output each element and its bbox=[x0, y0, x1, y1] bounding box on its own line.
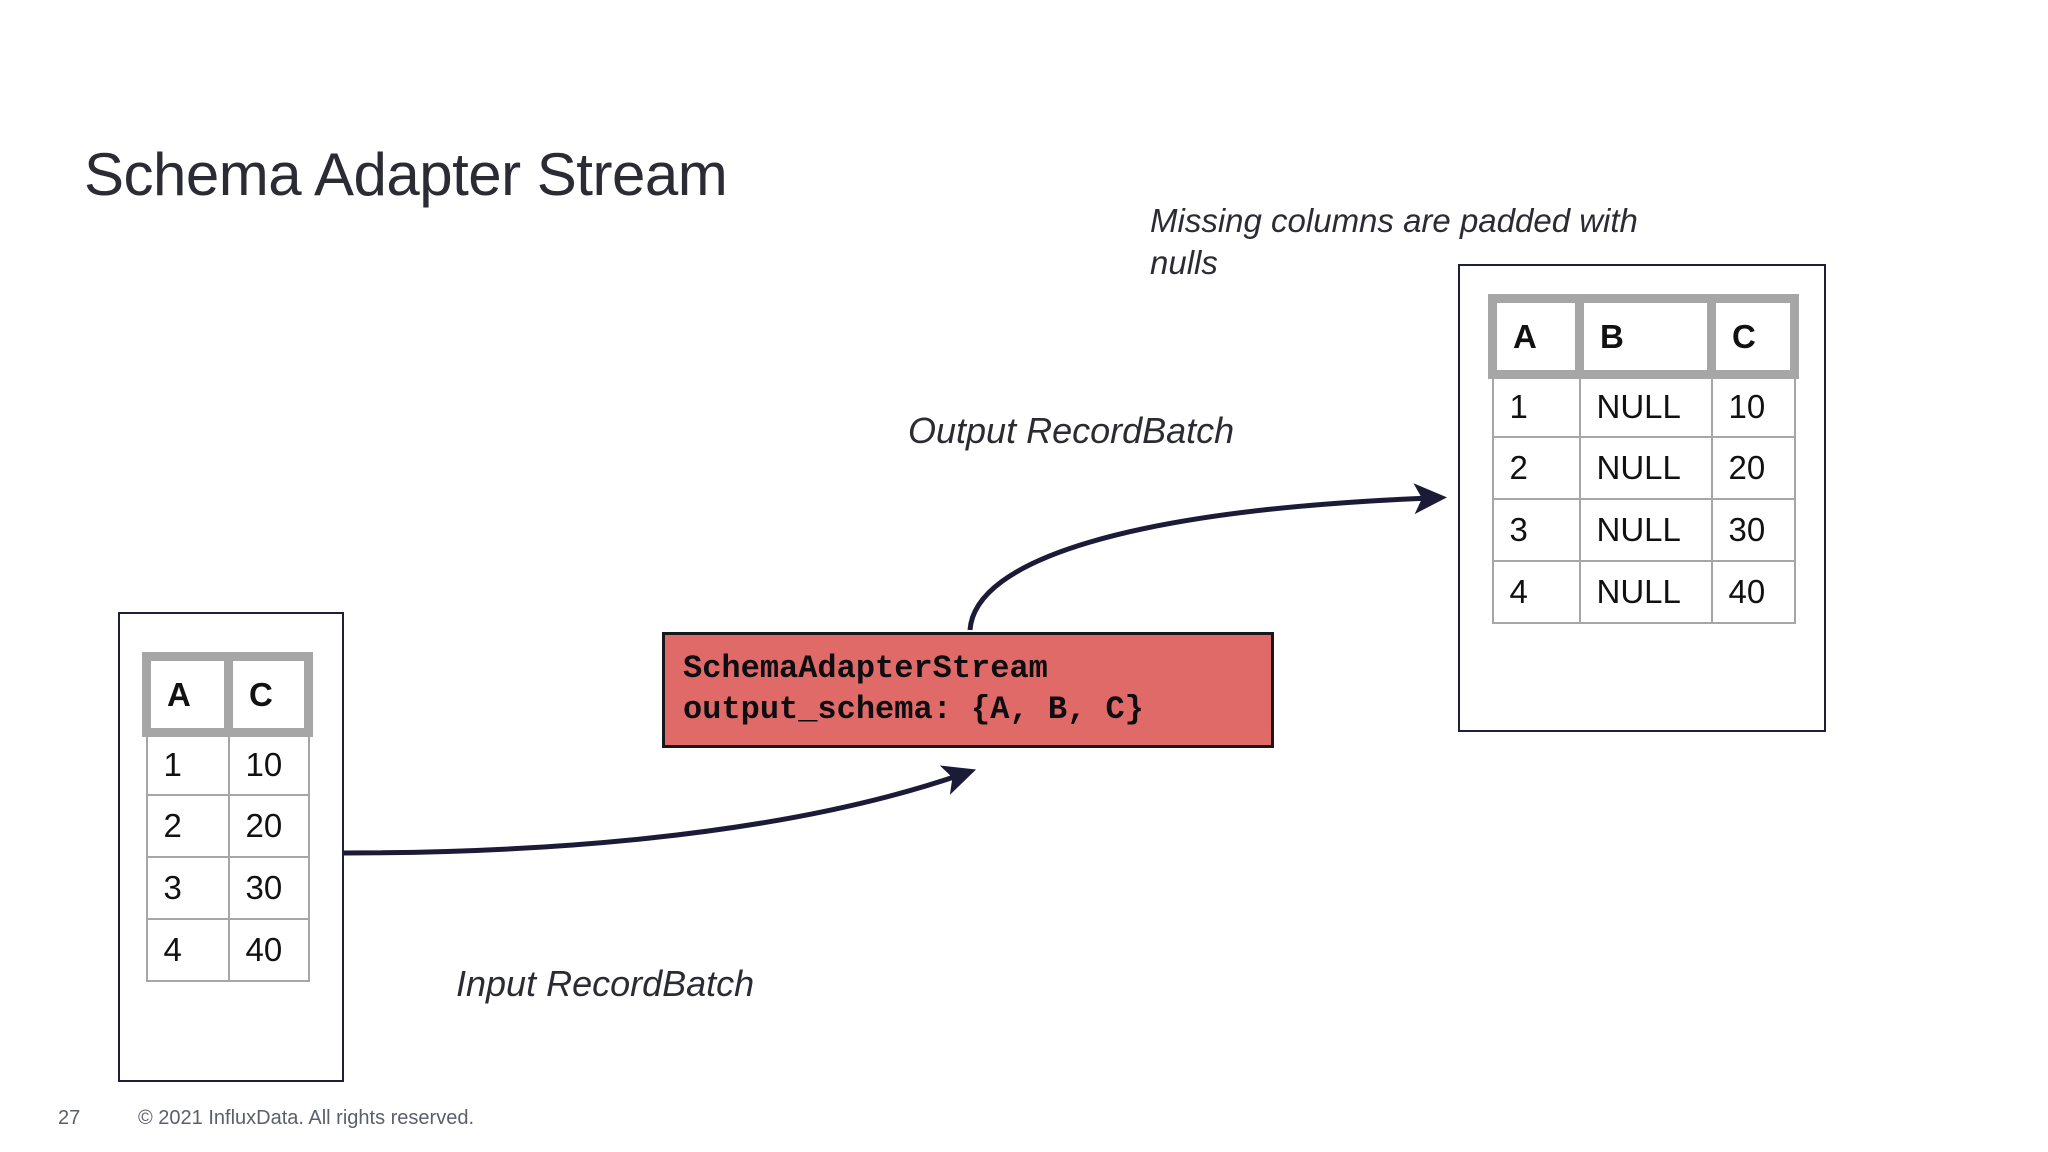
cell-b: NULL bbox=[1578, 497, 1713, 562]
cell-a: 1 bbox=[1491, 373, 1581, 438]
cell-b: NULL bbox=[1578, 373, 1713, 438]
input-recordbatch-frame: A C 1 10 2 20 3 30 4 40 bbox=[118, 612, 344, 1082]
table-row: 3 NULL 30 bbox=[1491, 497, 1796, 562]
cell-a: 3 bbox=[1491, 497, 1581, 562]
output-recordbatch-table: A B C 1 NULL 10 2 NULL 20 3 NULL bbox=[1488, 294, 1799, 624]
page-number: 27 bbox=[58, 1107, 81, 1129]
caption-missing-columns: Missing columns are padded with nulls bbox=[1150, 202, 1638, 282]
table-row: 1 NULL 10 bbox=[1491, 373, 1796, 438]
processor-line-class: SchemaAdapterStream bbox=[683, 650, 1048, 688]
cell-c: 30 bbox=[1710, 497, 1796, 562]
table-header-row: A B C bbox=[1488, 294, 1799, 379]
input-recordbatch-table: A C 1 10 2 20 3 30 4 40 bbox=[142, 652, 313, 982]
output-flow-arrow bbox=[967, 483, 1447, 631]
table-row: 1 10 bbox=[145, 731, 310, 796]
cell-c: 30 bbox=[227, 855, 310, 920]
cell-a: 4 bbox=[145, 917, 230, 982]
table-row: 2 NULL 20 bbox=[1491, 435, 1796, 500]
cell-a: 1 bbox=[145, 731, 230, 796]
processor-line-schema: output_schema: {A, B, C} bbox=[683, 691, 1144, 728]
column-header-c: C bbox=[224, 652, 313, 737]
cell-b: NULL bbox=[1578, 435, 1713, 500]
table-header-row: A C bbox=[142, 652, 313, 737]
cell-c: 20 bbox=[227, 793, 310, 858]
column-header-c: C bbox=[1707, 294, 1799, 379]
table-row: 2 20 bbox=[145, 793, 310, 858]
cell-a: 3 bbox=[145, 855, 230, 920]
cell-a: 2 bbox=[145, 793, 230, 858]
column-header-b: B bbox=[1577, 294, 1714, 379]
page-title: Schema Adapter Stream bbox=[84, 141, 728, 208]
table-row: 3 30 bbox=[145, 855, 310, 920]
output-recordbatch-frame: A B C 1 NULL 10 2 NULL 20 3 NULL bbox=[1458, 264, 1826, 732]
copyright-notice: © 2021 InfluxData. All rights reserved. bbox=[138, 1107, 475, 1129]
caption-output-recordbatch: Output RecordBatch bbox=[908, 410, 1235, 451]
cell-c: 40 bbox=[227, 917, 310, 982]
column-header-a: A bbox=[142, 652, 233, 737]
cell-c: 10 bbox=[227, 731, 310, 796]
cell-a: 2 bbox=[1491, 435, 1581, 500]
input-flow-arrow bbox=[343, 765, 977, 856]
cell-b: NULL bbox=[1578, 559, 1713, 624]
cell-c: 10 bbox=[1710, 373, 1796, 438]
schema-adapter-stream-node: SchemaAdapterStream output_schema: {A, B… bbox=[662, 632, 1274, 748]
table-row: 4 NULL 40 bbox=[1491, 559, 1796, 624]
column-header-a: A bbox=[1488, 294, 1584, 379]
cell-c: 40 bbox=[1710, 559, 1796, 624]
cell-c: 20 bbox=[1710, 435, 1796, 500]
cell-a: 4 bbox=[1491, 559, 1581, 624]
caption-input-recordbatch: Input RecordBatch bbox=[456, 963, 755, 1004]
table-row: 4 40 bbox=[145, 917, 310, 982]
